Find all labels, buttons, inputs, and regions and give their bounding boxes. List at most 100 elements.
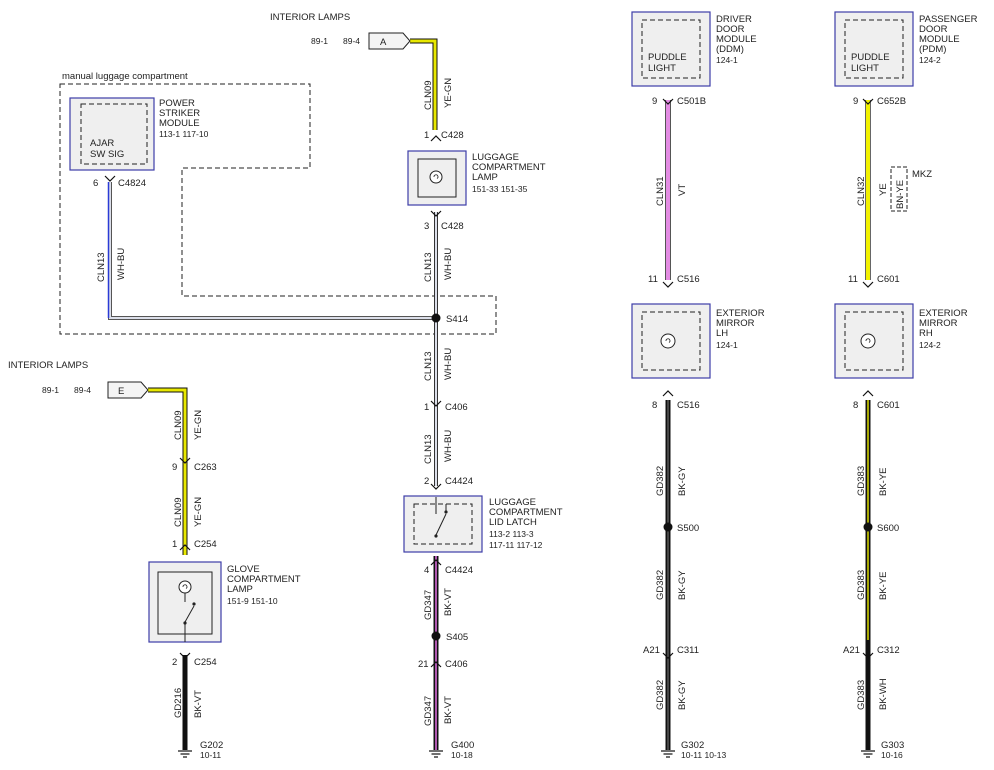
svg-text:C311: C311 <box>677 645 699 656</box>
ground-g400[interactable]: G400 10-18 <box>429 740 474 760</box>
wire-label-color: BK-GY <box>677 466 688 496</box>
glove-compartment-lamp[interactable]: GLOVE COMPARTMENT LAMP 151-9 151-10 <box>148 561 301 643</box>
wire-label-color: WH-BU <box>443 430 454 462</box>
exterior-mirror-rh[interactable]: EXTERIOR MIRROR RH 124-2 <box>834 303 968 379</box>
splice-s405[interactable]: S405 <box>431 631 469 644</box>
connector-c312-pina21[interactable]: A21 C312 <box>843 645 900 659</box>
wire-label-circuit: GD347 <box>423 696 434 726</box>
mirror-lh-title-2: MIRROR <box>716 318 755 329</box>
svg-text:2: 2 <box>172 657 177 668</box>
power-striker-module[interactable]: AJAR SW SIG POWER STRIKER MODULE 113-1 1… <box>69 97 209 171</box>
ddm-title-2: DOOR <box>716 24 745 35</box>
svg-text:21: 21 <box>418 659 429 670</box>
connector-c428-pin1[interactable]: 1 C428 <box>424 130 464 142</box>
svg-text:3: 3 <box>424 221 429 232</box>
driver-door-module[interactable]: PUDDLE LIGHT DRIVER DOOR MODULE (DDM) 12… <box>631 11 757 87</box>
connector-c406-pin21[interactable]: 21 C406 <box>418 659 468 670</box>
svg-text:1: 1 <box>424 402 429 413</box>
latch-title-2: COMPARTMENT <box>489 507 563 518</box>
mkz-alt-color: BN-YE <box>895 180 906 209</box>
svg-text:11: 11 <box>848 274 858 285</box>
svg-text:C601: C601 <box>877 274 900 285</box>
svg-text:C516: C516 <box>677 400 700 411</box>
connector-c254-pin1[interactable]: 1 C254 <box>172 539 217 551</box>
connector-c406-pin1[interactable]: 1 C406 <box>424 400 468 413</box>
splice-s414[interactable]: S414 <box>431 313 469 326</box>
passenger-door-module[interactable]: PUDDLE LIGHT PASSENGER DOOR MODULE (PDM)… <box>834 11 978 87</box>
wire-label-color: WH-BU <box>443 248 454 280</box>
svg-text:8: 8 <box>853 400 858 411</box>
luggage-lamp-title-3: LAMP <box>472 172 498 183</box>
wire-label-color: YE-GN <box>443 78 454 108</box>
connector-c516-pin11[interactable]: 11 C516 <box>648 274 700 288</box>
svg-text:S405: S405 <box>446 632 468 643</box>
wire-label-circuit: GD382 <box>655 466 666 496</box>
pdm-refs: 124-2 <box>919 55 941 65</box>
svg-text:4: 4 <box>424 565 429 576</box>
interior-lamps-flag-a[interactable]: A <box>368 32 411 50</box>
ground-g303[interactable]: G303 10-16 <box>861 740 904 760</box>
connector-c4424-pin4[interactable]: 4 C4424 <box>424 559 473 576</box>
glove-refs: 151-9 151-10 <box>227 596 278 606</box>
wire-label-circuit: CLN09 <box>423 80 434 110</box>
connector-c601-pin11[interactable]: 11 C601 <box>848 274 900 288</box>
wire-label-color: BK-YE <box>878 467 889 496</box>
connector-c4824-pin6[interactable]: 6 C4824 <box>93 175 146 189</box>
ddm-refs: 124-1 <box>716 55 738 65</box>
ref-e2: 89-4 <box>74 385 91 395</box>
svg-text:10-18: 10-18 <box>451 750 473 760</box>
svg-text:C254: C254 <box>194 539 217 550</box>
wire-label-circuit: GD383 <box>856 680 867 710</box>
connector-c501b-pin9[interactable]: 9 C501B <box>652 96 706 107</box>
ddm-inner-2: LIGHT <box>648 63 676 74</box>
wire-label-circuit: GD383 <box>856 570 867 600</box>
svg-text:G302: G302 <box>681 740 704 751</box>
ddm-inner-1: PUDDLE <box>648 52 687 63</box>
connector-c516-pin8[interactable]: 8 C516 <box>652 390 700 411</box>
wire-label-circuit: GD347 <box>423 590 434 620</box>
ground-g302[interactable]: G302 10-11 10-13 <box>661 740 726 760</box>
svg-text:C428: C428 <box>441 130 464 141</box>
wire-labels: CLN09 YE-GN CLN13 WH-BU CLN13 WH-BU CLN1… <box>96 78 889 726</box>
connector-c652b-pin9[interactable]: 9 C652B <box>853 96 906 107</box>
svg-text:C406: C406 <box>445 659 468 670</box>
wire-label-color: BK-WH <box>878 678 889 710</box>
wire-label-circuit: CLN13 <box>96 252 107 282</box>
svg-text:C4424: C4424 <box>445 565 473 576</box>
svg-text:E: E <box>118 386 124 397</box>
bulb-icon <box>178 580 192 594</box>
mirror-rh-title-2: MIRROR <box>919 318 958 329</box>
svg-text:C428: C428 <box>441 221 464 232</box>
connector-c601-pin8[interactable]: 8 C601 <box>853 390 900 411</box>
pdm-title-3: MODULE <box>919 34 960 45</box>
interior-lamps-top-label: INTERIOR LAMPS <box>270 12 350 23</box>
wire-label-color: YE-GN <box>193 410 204 440</box>
svg-text:G303: G303 <box>881 740 904 751</box>
splice-s600[interactable]: S600 <box>863 522 900 535</box>
svg-text:C601: C601 <box>877 400 900 411</box>
ground-g202[interactable]: G202 10-11 <box>178 740 223 760</box>
wire-label-color: WH-BU <box>443 348 454 380</box>
connector-c254-pin2[interactable]: 2 C254 <box>172 652 217 668</box>
connector-c311-pina21[interactable]: A21 C311 <box>643 645 699 659</box>
wire-cln09-left <box>148 387 188 555</box>
exterior-mirror-lh[interactable]: EXTERIOR MIRROR LH 124-1 <box>631 303 765 379</box>
connector-c4424-pin2[interactable]: 2 C4424 <box>424 476 473 490</box>
wire-label-color: BK-YE <box>878 571 889 600</box>
switch-icon <box>435 513 447 536</box>
luggage-lid-latch[interactable]: LUGGAGE COMPARTMENT LID LATCH 113-2 113-… <box>403 495 563 553</box>
wire-label-color: BK-VT <box>193 690 204 718</box>
svg-text:A21: A21 <box>643 645 660 656</box>
wire-cln09-top <box>410 38 438 130</box>
interior-lamps-left-label: INTERIOR LAMPS <box>8 360 88 371</box>
wire-label-circuit: CLN09 <box>173 410 184 440</box>
svg-text:1: 1 <box>424 130 429 141</box>
connector-c263-pin9[interactable]: 9 C263 <box>172 457 217 473</box>
mirror-rh-title-1: EXTERIOR <box>919 308 968 319</box>
splice-s500[interactable]: S500 <box>663 522 700 535</box>
interior-lamps-flag-e[interactable]: E <box>107 381 149 399</box>
svg-text:A21: A21 <box>843 645 860 656</box>
luggage-compartment-lamp[interactable]: LUGGAGE COMPARTMENT LAMP 151-33 151-35 <box>407 150 546 206</box>
manual-luggage-boundary <box>59 83 497 335</box>
connector-c428-pin3[interactable]: 3 C428 <box>424 210 464 232</box>
